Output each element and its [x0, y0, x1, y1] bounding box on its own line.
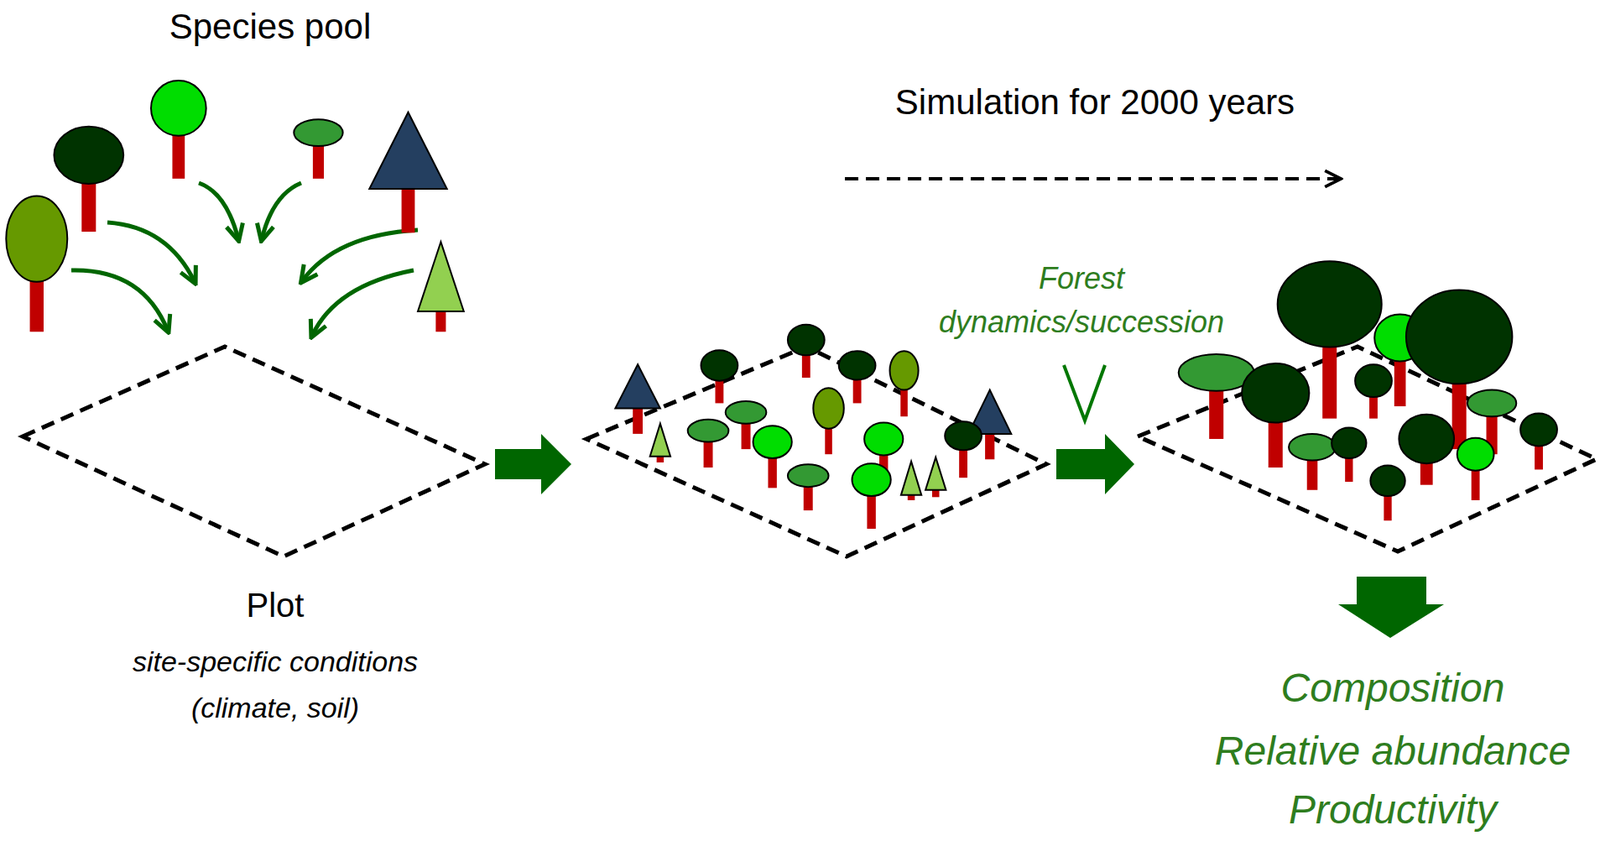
- output-label: Relative abundance: [1214, 727, 1571, 774]
- tree: [369, 112, 447, 234]
- conifer-crown: [650, 423, 671, 457]
- tree: [1398, 414, 1455, 485]
- trunk: [435, 309, 446, 332]
- crown: [5, 196, 68, 282]
- block-arrow-down: [1338, 576, 1444, 638]
- tree: [1355, 364, 1392, 418]
- tree: [1457, 437, 1495, 501]
- dispersal-arrow: [107, 222, 195, 282]
- crown: [852, 463, 892, 496]
- plot-title: Plot: [191, 584, 360, 626]
- dispersal-arrow: [261, 182, 302, 240]
- crown: [151, 80, 207, 136]
- tree: [787, 463, 829, 511]
- plot-node: Plot site-specific conditions (climate, s…: [22, 346, 527, 736]
- tree: [417, 241, 464, 332]
- process-label: Forest dynamics/succession: [896, 256, 1267, 344]
- crown: [813, 387, 844, 429]
- crown: [1370, 465, 1405, 496]
- time-arrow: [844, 177, 1340, 181]
- tree: [650, 423, 671, 463]
- crown: [864, 422, 903, 456]
- tree: [293, 119, 343, 179]
- trunk: [985, 432, 995, 459]
- dispersal-arrow: [71, 270, 168, 331]
- dispersal-arrow: [312, 270, 414, 336]
- plot-outline-empty: [22, 346, 485, 557]
- crown: [839, 350, 876, 380]
- tree: [151, 80, 207, 179]
- dispersal-arrow: [198, 182, 239, 240]
- tree: [944, 421, 982, 478]
- crown: [1398, 414, 1455, 464]
- output-label: Productivity: [1288, 786, 1497, 833]
- tree: [901, 461, 922, 501]
- crown: [1331, 427, 1366, 459]
- crown: [725, 401, 767, 424]
- conifer-crown: [925, 457, 946, 490]
- crown: [1288, 433, 1336, 461]
- time-label: Simulation for 2000 years: [895, 82, 1295, 123]
- tree: [839, 350, 876, 403]
- tree: [753, 425, 793, 488]
- crown: [701, 349, 739, 381]
- crown: [1241, 363, 1309, 423]
- crown: [293, 119, 343, 146]
- crown: [753, 425, 793, 459]
- crown: [53, 126, 124, 184]
- crown: [890, 350, 919, 390]
- tree: [1520, 413, 1558, 470]
- block-arrow: [1056, 433, 1135, 495]
- heading: Species pool: [169, 6, 372, 47]
- crown: [1457, 437, 1495, 471]
- tree: [890, 350, 919, 417]
- crown: [1355, 364, 1392, 397]
- tree: [1288, 433, 1336, 490]
- trunk: [632, 406, 643, 433]
- crown: [944, 421, 982, 450]
- tree: [53, 126, 124, 232]
- trunk: [401, 187, 416, 233]
- tree: [687, 419, 730, 468]
- plot-outline-mature: [1137, 346, 1597, 552]
- crown: [1520, 413, 1558, 447]
- tree: [1370, 465, 1405, 522]
- crown: [787, 324, 825, 355]
- conifer-crown: [369, 112, 447, 189]
- tree: [787, 324, 825, 378]
- crown: [787, 463, 829, 487]
- conifer-crown: [417, 241, 464, 312]
- tree: [701, 349, 739, 403]
- dispersal-arrows: [71, 182, 418, 336]
- crown: [687, 419, 730, 443]
- succession-mark: [1063, 364, 1105, 421]
- crown: [1406, 289, 1512, 384]
- plot-subtitle: site-specific conditions (climate, soil): [78, 638, 473, 731]
- block-arrow: [495, 433, 572, 495]
- tree: [813, 387, 844, 454]
- crown: [1467, 390, 1517, 417]
- conifer-crown: [901, 461, 922, 496]
- conifer-crown: [614, 364, 661, 408]
- plot-outline-young: [586, 346, 1047, 557]
- output-label: Composition: [1281, 664, 1506, 711]
- tree: [1331, 427, 1366, 482]
- tree: [925, 457, 946, 497]
- crown: [1277, 260, 1382, 347]
- tree: [852, 463, 892, 529]
- tree: [5, 196, 68, 333]
- tree: [614, 364, 661, 434]
